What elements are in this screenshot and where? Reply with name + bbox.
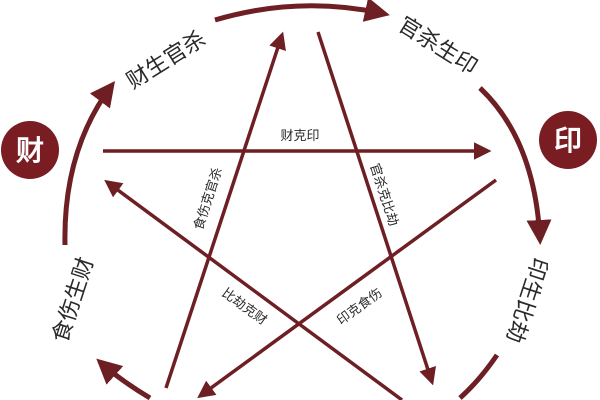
label-cai-ke-yin: 财克印 <box>280 129 319 144</box>
label-shi-shang-sheng-cai: 食伤生财 <box>48 254 99 345</box>
arrow-bi-jie-ke-cai <box>104 179 404 400</box>
label-guan-sha-sheng-yin: 官杀生印 <box>393 13 481 81</box>
cycle-arrow-left-lower <box>96 358 152 400</box>
cycle-arrow-right-upper <box>478 86 552 245</box>
node-yin: 印 <box>539 111 597 169</box>
node-yin-label: 印 <box>554 124 582 157</box>
label-cai-sheng-guan-sha: 财生官杀 <box>123 27 211 95</box>
cycle-arrow-top <box>214 0 390 23</box>
arrow-yin-ke-shi-shang <box>197 178 498 399</box>
cycle-arrow-left-upper <box>62 81 116 246</box>
node-cai-label: 财 <box>16 134 44 167</box>
label-yin-sheng-bi-jie: 印生比劫 <box>501 254 552 345</box>
arrow-guan-sha-ke-bi-jie <box>316 31 436 386</box>
cycle-arrow-right-lower <box>458 353 500 400</box>
arrow-shi-shang-ke-guan-sha <box>164 31 286 389</box>
label-bi-jie-ke-cai: 比劫克财 <box>219 286 270 329</box>
node-cai: 财 <box>1 121 59 179</box>
